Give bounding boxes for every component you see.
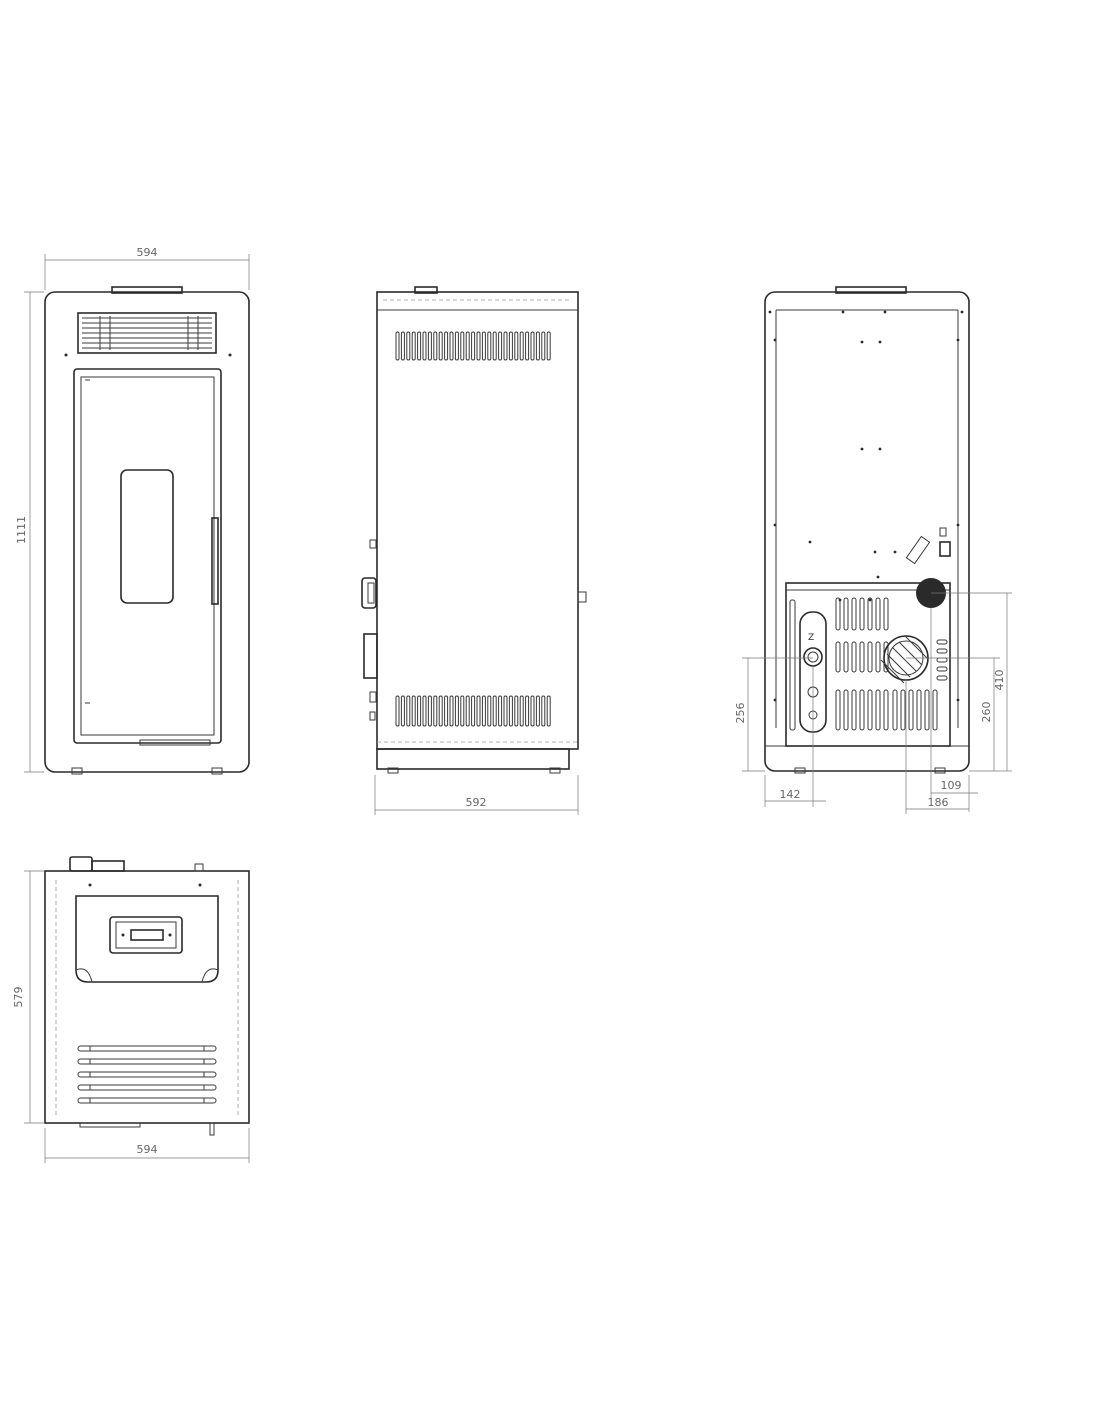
top-depth-label: 579 [12,987,25,1008]
rear-power-socket [939,541,951,557]
rear-dim-260: 260 [980,702,993,723]
front-width-label: 594 [137,246,158,259]
front-door-panel [80,376,215,736]
rear-dim-109: 109 [941,779,962,792]
top-flue-stub [69,856,93,872]
front-height-label: 1111 [15,516,28,544]
front-width-dimension: 594 [44,246,250,290]
rear-dim-186: 186 [928,796,949,809]
rear-lower-panel [785,582,951,747]
top-view: 579 594 [12,856,250,1163]
top-depth-dimension: 579 [12,870,44,1124]
rear-view: Z 256 260 410 142 [734,286,1012,814]
front-top-grille [77,312,217,354]
side-view: 592 [361,286,587,815]
front-body-outline [44,291,250,773]
side-depth-label: 592 [466,796,487,809]
rear-dim-256: 256 [734,703,747,724]
front-top-cap [111,286,183,294]
side-depth-dimension: 592 [374,775,579,815]
side-vents-bottom [395,695,551,727]
svg-text:Z: Z [808,633,814,643]
front-door-window [120,469,174,604]
front-door-frame [73,368,222,744]
front-grille-slats [82,316,212,350]
rear-fan-blades [880,635,929,684]
side-door-handle [361,577,377,609]
front-door-handle [211,517,219,605]
side-rear-knob [577,591,587,603]
rear-dim-410: 410 [993,670,1006,691]
rear-dim-142: 142 [780,788,801,801]
rear-air-inlet [803,647,823,667]
front-view: 594 1111 [15,246,250,775]
top-hopper-lid [91,860,125,872]
rear-screw-holes [768,310,964,702]
top-width-dimension: 594 [44,1128,250,1163]
top-vent-slots [77,1045,217,1104]
top-control-recess [75,895,219,983]
top-width-label: 594 [137,1143,158,1156]
rear-label-plate [905,535,931,565]
rear-panel-vents [789,597,948,731]
top-control-panel [109,916,183,954]
top-control-display [130,929,164,941]
front-height-dimension: 1111 [15,291,44,773]
top-body-outline [44,870,250,1124]
side-base [376,748,570,770]
rear-dimensions: 256 260 410 142 109 186 [734,592,1012,814]
side-body-outline [376,291,579,750]
rear-body-outline [764,291,970,772]
side-vents-top [395,331,551,361]
